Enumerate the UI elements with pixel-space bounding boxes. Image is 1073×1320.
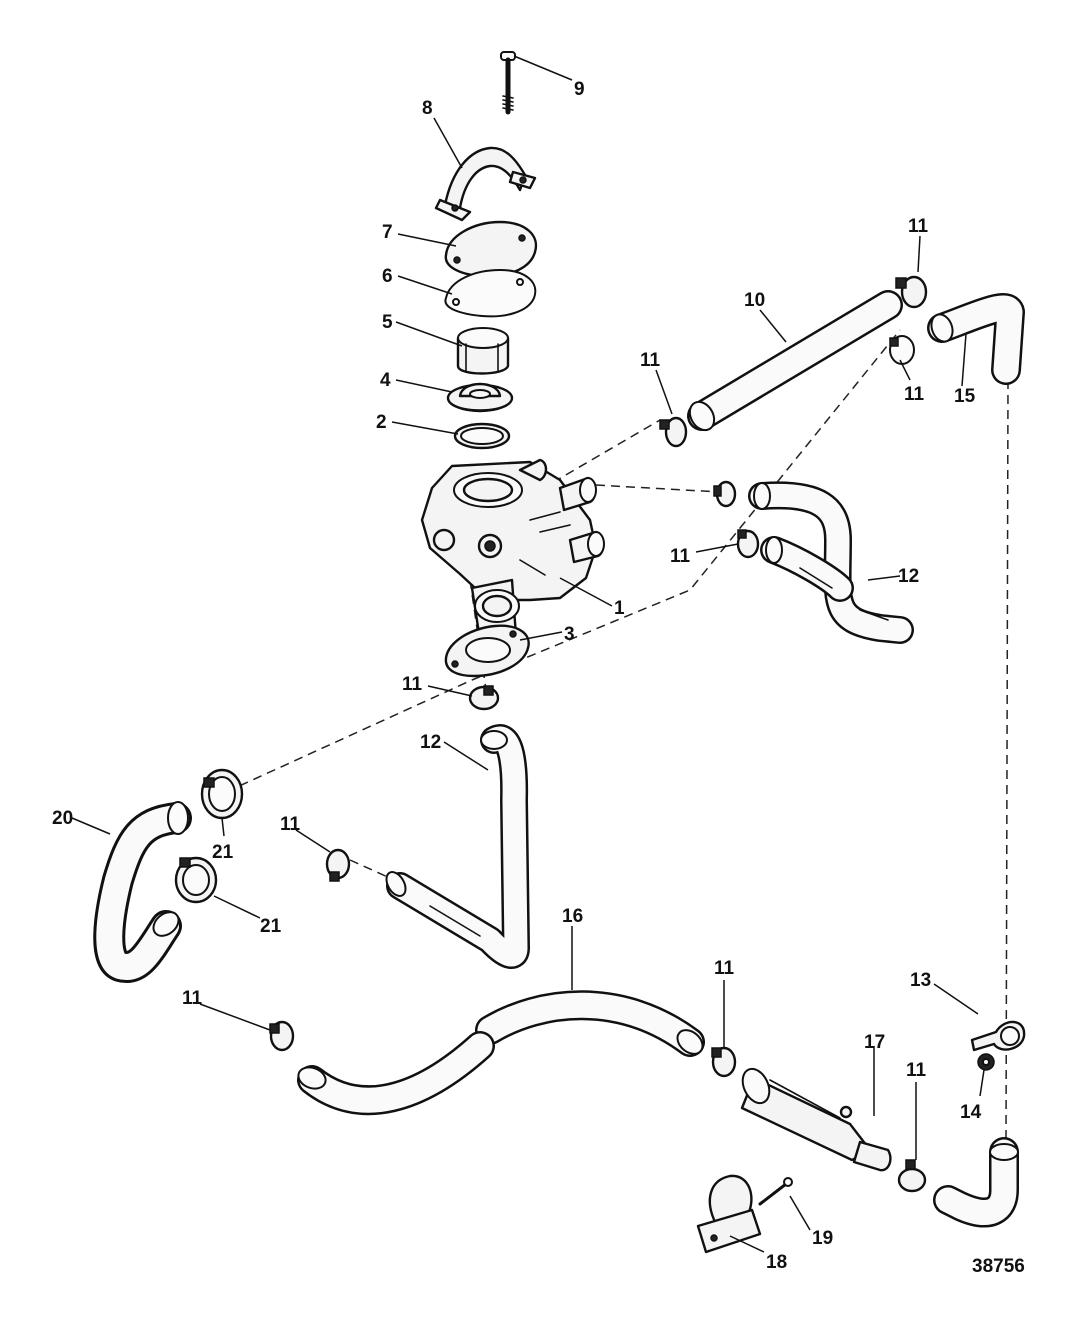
clamp-part-11-i bbox=[711, 1046, 737, 1078]
cooler-part-17 bbox=[740, 1067, 892, 1172]
bolt-part-9 bbox=[500, 51, 516, 115]
figure-number: 38756 bbox=[972, 1256, 1025, 1277]
shaped-hose-part-12-lower bbox=[385, 724, 530, 969]
clamp-part-11-b bbox=[889, 335, 915, 365]
clamp-part-11-h bbox=[269, 1020, 295, 1052]
callout-16: 16 bbox=[562, 906, 583, 927]
callout-11-bottom-right: 11 bbox=[906, 1060, 927, 1081]
callout-11-bottom-left: 11 bbox=[182, 988, 203, 1009]
callout-5: 5 bbox=[382, 312, 393, 333]
callout-20: 20 bbox=[52, 808, 73, 829]
callout-11-right: 11 bbox=[904, 384, 925, 405]
nut-part-14 bbox=[977, 1053, 995, 1071]
callout-12-upper: 12 bbox=[898, 566, 919, 587]
gasket-part-3 bbox=[444, 624, 530, 678]
clamp-part-11-f bbox=[468, 685, 500, 711]
callout-11-hose10: 11 bbox=[640, 350, 661, 371]
clip-part-13 bbox=[970, 1020, 1026, 1052]
callout-11-mid: 11 bbox=[670, 546, 691, 567]
o-ring-part-2 bbox=[453, 422, 511, 450]
callout-11-left-center: 11 bbox=[280, 814, 301, 835]
callout-10: 10 bbox=[744, 290, 765, 311]
callout-15: 15 bbox=[954, 386, 976, 407]
clamp-part-11-g bbox=[325, 848, 351, 882]
callout-2: 2 bbox=[376, 412, 387, 433]
callout-7: 7 bbox=[382, 222, 393, 243]
callout-11-top-right: 11 bbox=[908, 216, 929, 237]
bracket-part-18 bbox=[696, 1174, 762, 1254]
callout-6: 6 bbox=[382, 266, 393, 287]
shaped-hose-part-12-upper bbox=[748, 481, 914, 644]
clamp-part-21-b bbox=[174, 856, 218, 904]
hose-clamps bbox=[174, 275, 928, 1193]
clamp-part-11-d bbox=[713, 480, 737, 508]
clamp-part-21-a bbox=[200, 768, 244, 820]
callout-11-bottom-mid: 11 bbox=[714, 958, 735, 979]
elbow-hose-part-15-lower bbox=[933, 1137, 1019, 1228]
callout-17: 17 bbox=[864, 1032, 885, 1053]
leader-lines bbox=[71, 55, 985, 1253]
hose-part-10 bbox=[687, 290, 903, 432]
callout-13: 13 bbox=[910, 970, 931, 991]
callout-18: 18 bbox=[766, 1252, 787, 1273]
screw-part-19 bbox=[758, 1177, 793, 1206]
callout-21-lower: 21 bbox=[260, 916, 282, 937]
gasket-part-6 bbox=[444, 268, 537, 318]
callout-9: 9 bbox=[574, 79, 585, 100]
callout-12-lower: 12 bbox=[420, 732, 441, 753]
clamp-part-8 bbox=[434, 146, 537, 222]
callout-14: 14 bbox=[960, 1102, 982, 1123]
thermostat-housing-part-1 bbox=[420, 458, 605, 647]
clamp-part-11-c bbox=[659, 416, 688, 448]
callout-1: 1 bbox=[614, 598, 625, 619]
callout-4: 4 bbox=[380, 370, 391, 391]
elbow-hose-part-15 bbox=[927, 293, 1025, 385]
clamp-part-11-a bbox=[895, 275, 928, 309]
sleeve-part-5 bbox=[456, 327, 510, 375]
callout-11-under-gasket: 11 bbox=[402, 674, 423, 695]
cover-plate-part-7 bbox=[444, 220, 538, 278]
callout-21-upper: 21 bbox=[212, 842, 234, 863]
clamp-part-11-j bbox=[897, 1159, 927, 1193]
callout-numbers: 9 8 7 6 5 4 2 1 3 11 10 11 11 15 11 12 1… bbox=[52, 79, 1025, 1277]
clamp-part-11-e bbox=[736, 529, 760, 559]
hose-part-16 bbox=[297, 990, 705, 1116]
callout-19: 19 bbox=[812, 1228, 833, 1249]
elbow-hose-part-20 bbox=[93, 801, 192, 983]
callout-3: 3 bbox=[564, 624, 575, 645]
thermostat-part-4 bbox=[446, 382, 514, 413]
callout-8: 8 bbox=[422, 98, 433, 119]
